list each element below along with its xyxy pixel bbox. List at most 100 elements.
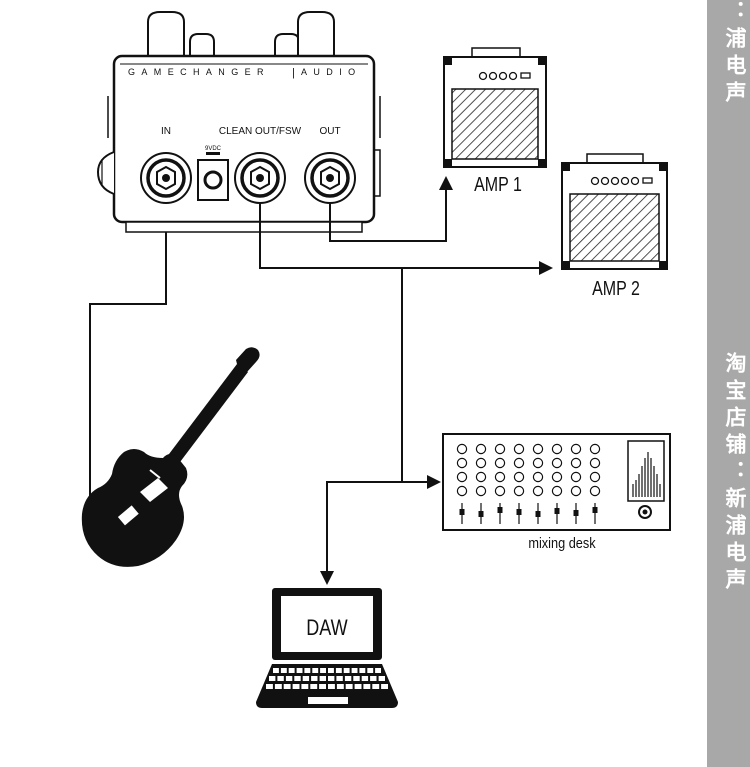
sidebar-shop-text: 淘宝店铺：新浦电声 [723,352,747,595]
sidebar-top-text: ：浦电声 [723,0,747,108]
electric-guitar [81,347,260,567]
arrow-amp2 [539,261,553,275]
cable-out-to-amp1 [329,188,447,242]
mixer-knob [456,443,468,455]
keyboard-key [378,676,385,681]
mixer-knob [513,457,525,469]
keyboard-key [311,676,318,681]
mixer-knob [589,443,601,455]
keyboard-key [310,684,318,689]
keyboard [266,668,388,689]
mixer-knob [570,443,582,455]
keyboard-key [304,668,311,673]
keyboard-key [367,668,374,673]
cable-guitar-to-in [89,232,167,498]
mixer-knob [456,471,468,483]
mixer-knob [494,443,506,455]
keyboard-key [319,676,326,681]
keyboard-key [296,668,303,673]
mixer-knob [494,457,506,469]
mixing-desk: mixing desk [442,433,671,551]
arrowheads [320,176,553,585]
arrow-mixer [427,475,441,489]
keyboard-key [294,676,301,681]
cable-mixer-to-daw [326,481,402,572]
keyboard-key [283,684,291,689]
jack-label-in: IN [161,126,171,137]
pedal-brand-separator: | [292,67,295,79]
laptop: DAW [256,588,398,708]
mixer-knob [475,457,487,469]
keyboard-key [302,676,310,681]
amp-2: AMP 2 [561,153,668,299]
fader-cap [516,509,522,515]
mixer-knob [456,457,468,469]
jack-out [304,152,356,204]
mixer-knob [475,471,487,483]
mixer-knob [475,443,487,455]
keyboard-key [285,676,293,681]
keyboard-key [274,684,282,689]
mixer-faders [459,503,598,524]
mixer-knob [532,457,544,469]
keyboard-key [344,676,352,681]
pedal-brand-sub: AUDIO [301,67,362,77]
keyboard-key [319,684,326,689]
mixer-knob [475,485,487,497]
daw-label: DAW [306,616,347,640]
watermark-sidebar: ：浦电声 淘宝店铺：新浦电声 [707,0,750,767]
mixer-knobs [456,443,601,497]
pedal-brand: GAMECHANGER [128,67,270,77]
mixer-knob [456,485,468,497]
mixer-knob [589,485,601,497]
mixer-knob [513,471,525,483]
mixer-knob [494,485,506,497]
keyboard-key [343,668,350,673]
keyboard-key [363,684,371,689]
mixer-knob [570,471,582,483]
keyboard-key [328,684,335,689]
mixer-knob [551,443,563,455]
keyboard-key [312,668,319,673]
keyboard-key [375,668,381,673]
mixer-knob [494,471,506,483]
keyboard-key [328,676,335,681]
mixing-desk-label: mixing desk [528,534,595,551]
keyboard-key [354,684,362,689]
keyboard-key [301,684,309,689]
arrow-amp1 [439,176,453,190]
amp-1: AMP 1 [443,47,547,195]
keyboard-key [351,668,358,673]
amp-1-label: AMP 1 [474,173,522,195]
keyboard-key [381,684,388,689]
mixer-knob [532,443,544,455]
pedal: GAMECHANGER | AUDIO IN 9VDC CLEAN OUT/FS… [96,11,381,233]
fader-cap [573,510,579,516]
keyboard-key [292,684,300,689]
power-jack [197,152,229,201]
keyboard-key [353,676,360,681]
keyboard-key [345,684,353,689]
fader-cap [459,509,465,515]
mixer-knob [589,471,601,483]
pedal-knobs [147,11,335,57]
mixer-meter [627,440,665,502]
keyboard-key [336,676,343,681]
keyboard-key [273,668,279,673]
keyboard-key [280,668,287,673]
mixer-knob [513,485,525,497]
jack-in [140,152,192,204]
fader-cap [497,507,503,513]
fader-cap [554,508,560,514]
keyboard-key [370,676,377,681]
mixer-knob [589,457,601,469]
mixer-knob [551,485,563,497]
cable-clean-to-amp2 [259,203,540,269]
jack-label-clean-out: CLEAN OUT/FSW [219,126,302,137]
keyboard-key [336,684,344,689]
pedal-base [125,221,363,233]
mixer-knob [532,485,544,497]
fader-cap [592,507,598,513]
keyboard-key [361,676,369,681]
cable-branch-to-mixer [401,268,428,483]
